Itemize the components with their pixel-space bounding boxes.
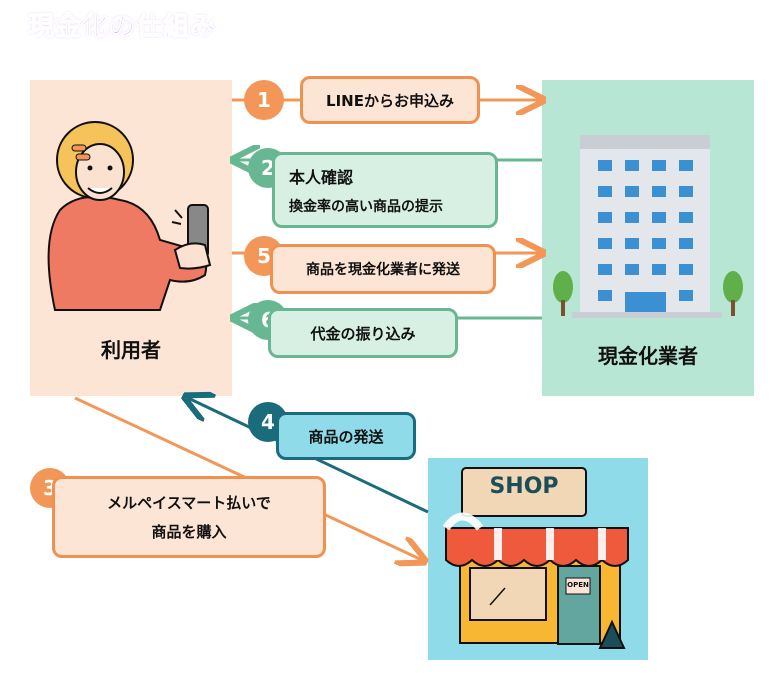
step-3-line1: メルペイスマート払いで: [107, 494, 271, 512]
step-1-box: LINEからお申込み: [300, 76, 480, 124]
user-label: 利用者: [101, 338, 161, 362]
shop-illustration: [442, 467, 629, 649]
building-illustration: [553, 135, 743, 318]
step-3-line2: 商品を購入: [151, 523, 227, 541]
open-sign-text: OPEN: [567, 581, 589, 589]
step-4-box: 商品の発送: [276, 412, 416, 460]
step-1-number: 1: [244, 80, 284, 120]
person-illustration: [47, 121, 212, 311]
step-2-box: 本人確認 換金率の高い商品の提示: [272, 152, 498, 228]
step-2-line1: 本人確認: [289, 168, 354, 187]
step-3-box: メルペイスマート払いで 商品を購入: [52, 476, 326, 558]
business-label: 現金化業者: [598, 344, 698, 368]
page-title: 現金化の仕組み: [27, 12, 218, 43]
step-6-box: 代金の振り込み: [268, 308, 458, 358]
step-5-box: 商品を現金化業者に発送: [270, 244, 496, 294]
step-2-line2: 換金率の高い商品の提示: [289, 199, 443, 215]
shop-sign-text: SHOP: [489, 474, 559, 499]
